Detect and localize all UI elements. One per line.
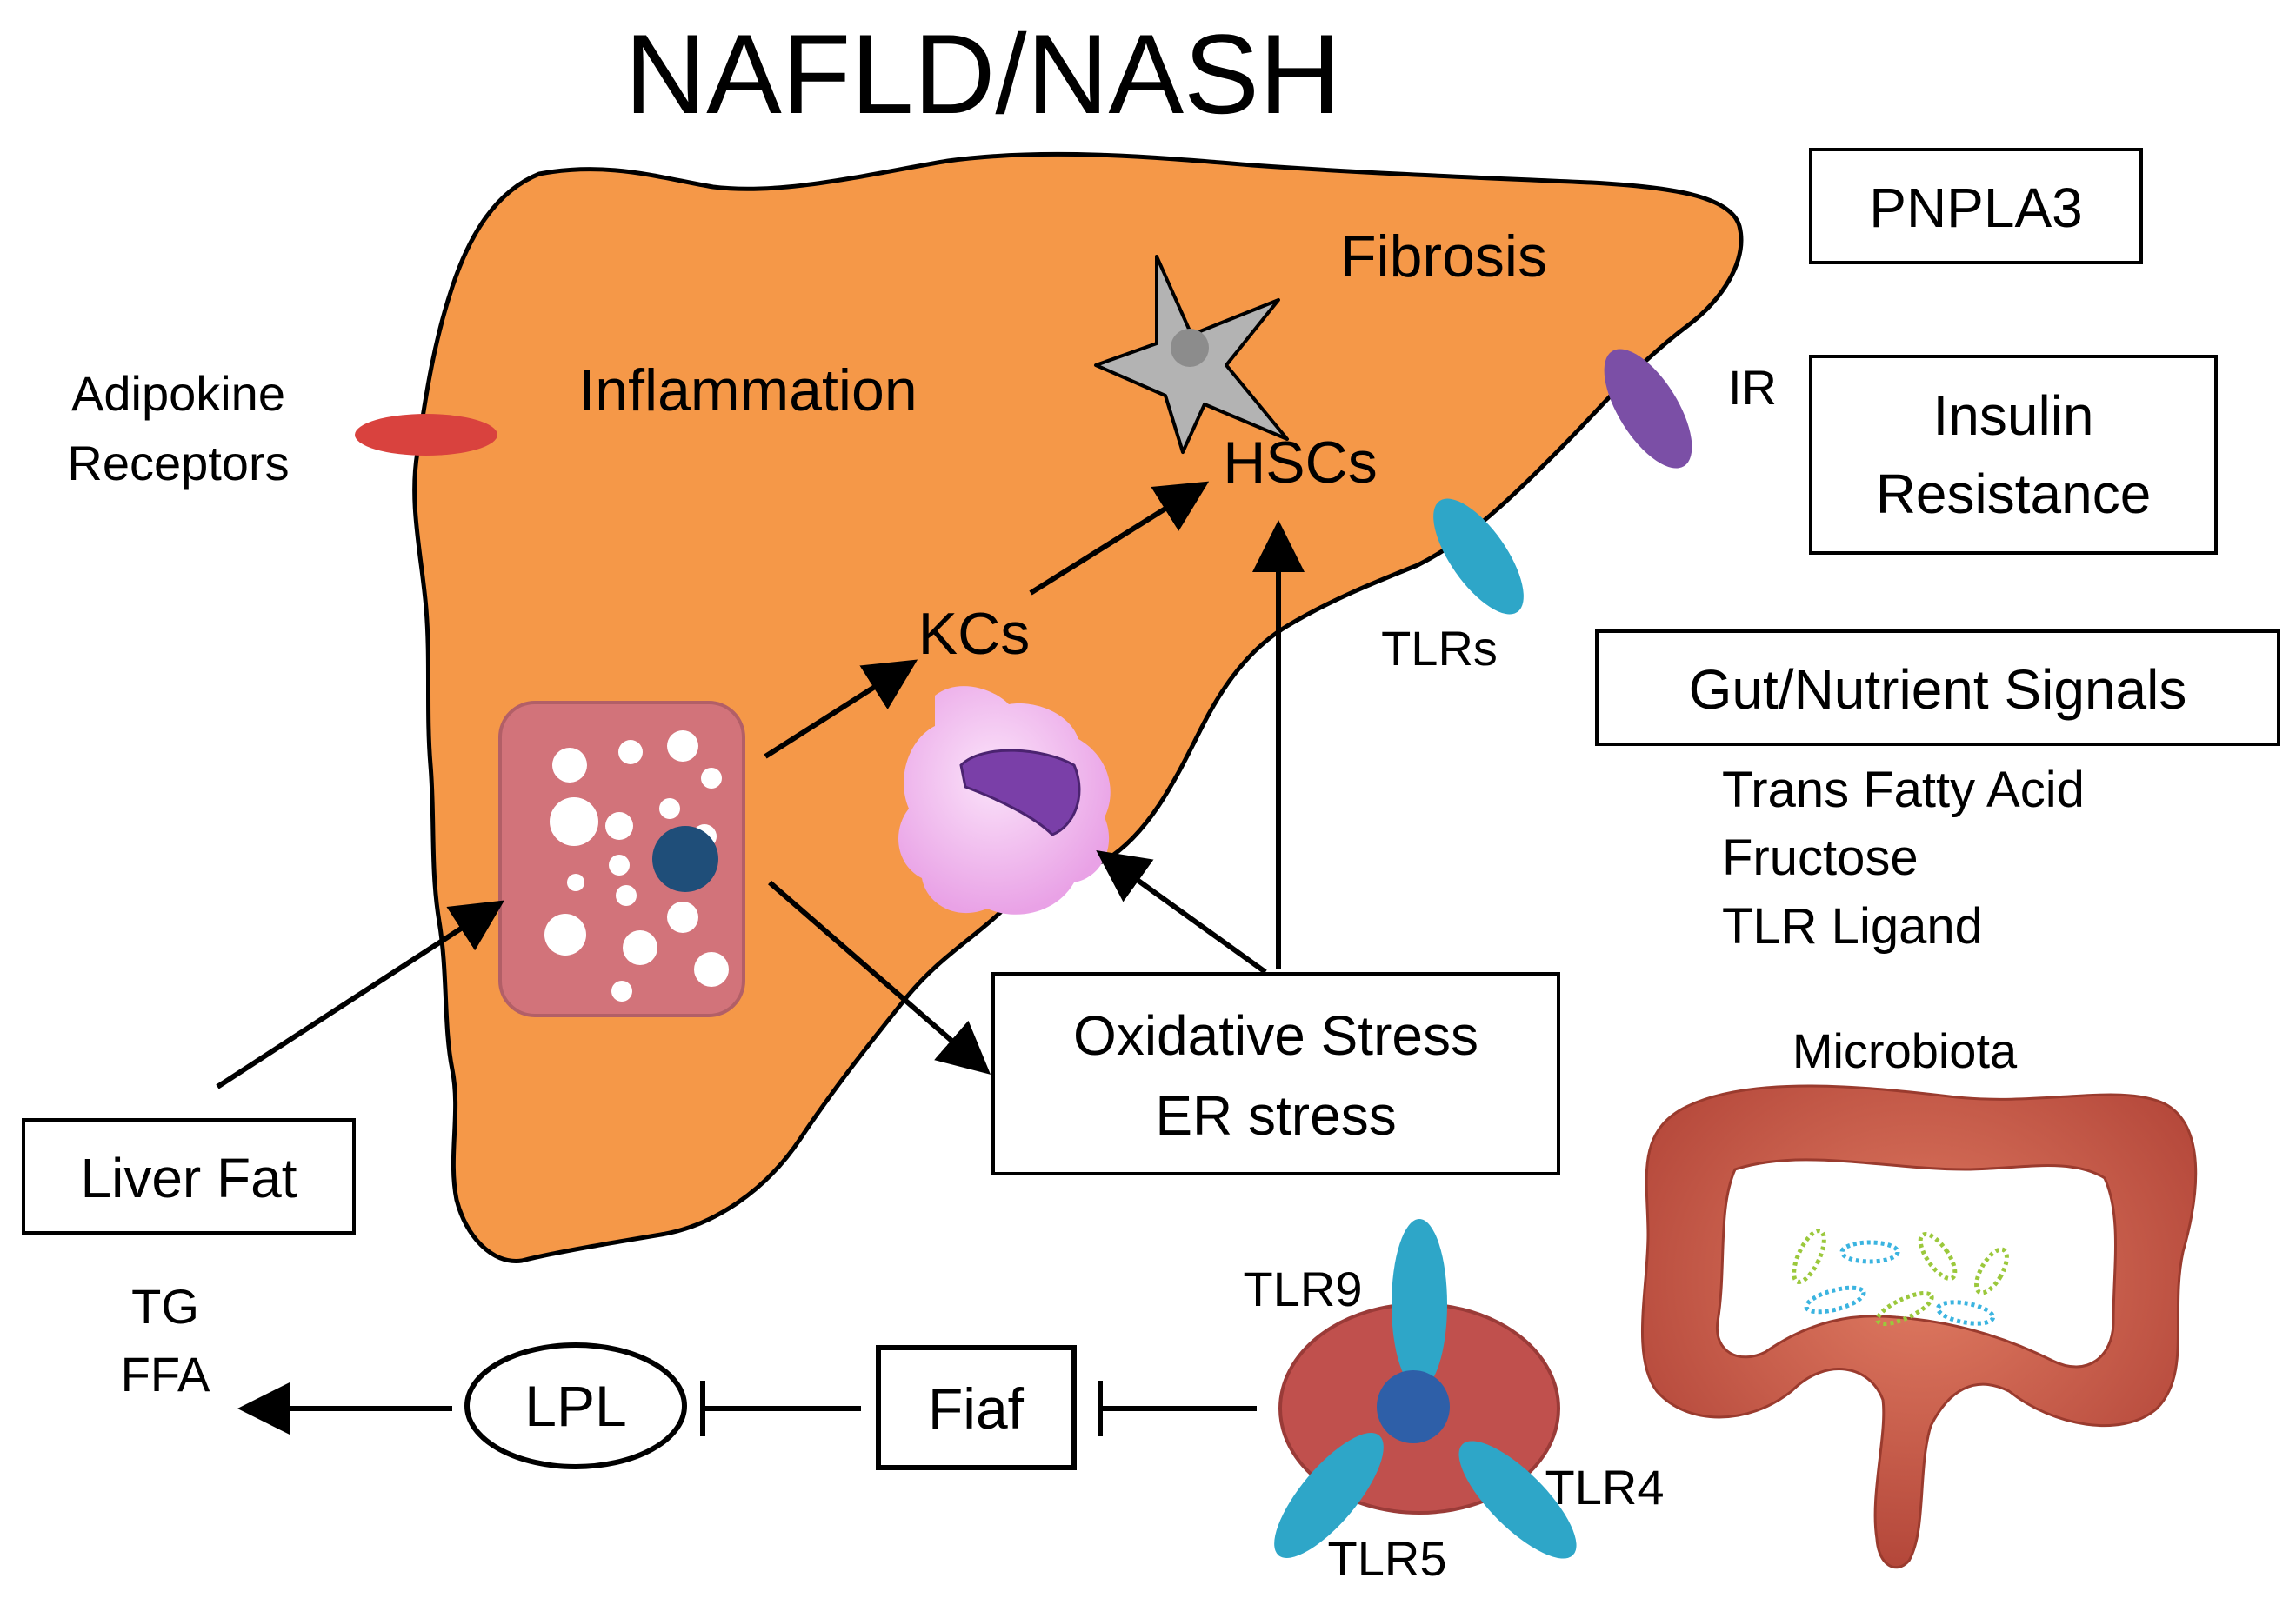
hepatocyte-icon xyxy=(498,701,745,1017)
lpl-node xyxy=(464,1342,687,1469)
arrow-fat-to-hepatocyte xyxy=(216,900,505,1089)
arrow-stress-to-kcs xyxy=(1096,849,1267,975)
kupffer-cell-icon xyxy=(898,686,1111,915)
gut-nutrient-signals-label: Gut/Nutrient Signals xyxy=(1689,658,2187,721)
ffa-label: FFA xyxy=(121,1347,210,1402)
oxidative-stress-line1: Oxidative Stress xyxy=(1073,1004,1478,1067)
lpl-label: LPL xyxy=(524,1374,626,1438)
inflammation-label: Inflammation xyxy=(578,357,917,423)
tg-label: TG xyxy=(131,1279,199,1334)
insulin-resistance-line1: Insulin xyxy=(1933,384,2094,447)
tlr5-label: TLR5 xyxy=(1328,1531,1447,1586)
pnpla3-box xyxy=(1809,148,2143,264)
gut-signal-item: Fructose xyxy=(1722,829,1919,886)
ir-label: IR xyxy=(1728,360,1777,415)
insulin-resistance-box xyxy=(1809,355,2218,555)
liver-fat-label: Liver Fat xyxy=(81,1147,297,1209)
microbiota-label: Microbiota xyxy=(1792,1023,2018,1078)
hscs-label: HSCs xyxy=(1223,430,1378,496)
arrow-hepatocyte-to-stress xyxy=(768,880,991,1075)
ir-receptor xyxy=(1604,349,1692,469)
fibrosis-label: Fibrosis xyxy=(1340,223,1547,290)
adipokine-label-line1: Adipokine xyxy=(71,366,285,421)
insulin-resistance-line2: Resistance xyxy=(1876,463,2152,525)
tlrs-label: TLRs xyxy=(1381,621,1498,676)
kcs-label: KCs xyxy=(918,601,1030,667)
adipokine-label-line2: Receptors xyxy=(67,436,289,490)
liver-fat-box xyxy=(22,1118,356,1235)
oxidative-stress-box xyxy=(991,972,1560,1175)
gut-nutrient-signals-box xyxy=(1595,629,2280,746)
fiaf-label: Fiaf xyxy=(928,1376,1025,1441)
gut-signal-item: TLR Ligand xyxy=(1722,898,1983,955)
pnpla3-label: PNPLA3 xyxy=(1869,176,2082,239)
diagram-title: NAFLD/NASH xyxy=(624,10,1340,137)
colon-icon xyxy=(1640,1084,2198,1569)
gut-signal-item: Trans Fatty Acid xyxy=(1722,762,2085,818)
stellate-cell-icon xyxy=(1094,255,1289,454)
adipokine-receptor xyxy=(355,414,497,456)
tlr4-label: TLR4 xyxy=(1545,1460,1665,1515)
tlr9-label: TLR9 xyxy=(1244,1262,1363,1316)
arrow-kcs-to-hscs xyxy=(1029,481,1210,596)
tlrs-receptor xyxy=(1433,498,1524,615)
arrow-hepatocyte-to-kcs xyxy=(764,659,918,759)
fiaf-box xyxy=(876,1345,1077,1470)
oxidative-stress-line2: ER stress xyxy=(1155,1084,1396,1147)
tlr-cell-icon xyxy=(1274,1219,1577,1559)
